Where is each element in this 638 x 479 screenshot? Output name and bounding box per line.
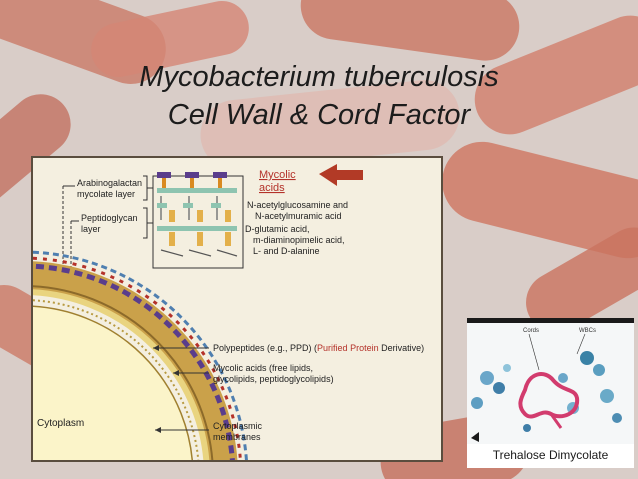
cell-wall-diagram: Arabinogalactan mycolate layer Peptidogl… <box>31 156 443 462</box>
wall-schematic <box>152 172 244 269</box>
bacillus-bg <box>296 0 524 65</box>
title-line-2: Cell Wall & Cord Factor <box>167 99 471 131</box>
pointer-arrow-icon <box>471 432 479 442</box>
label-layer: layer <box>81 224 101 234</box>
micrograph-image: Cords WBCs <box>467 318 634 442</box>
label-mycolic-acids-2: acids <box>259 182 285 194</box>
micrograph-caption: Trehalose Dimycolate <box>492 448 609 462</box>
label-dglu-3: L- and D-alanine <box>253 246 320 256</box>
label-dglu-2: m-diaminopimelic acid, <box>253 235 345 245</box>
label-mycolate-layer: mycolate layer <box>77 189 135 199</box>
caption-box: Trehalose Dimycolate <box>467 444 634 468</box>
label-arabinogalactan: Arabinogalactan <box>77 178 142 188</box>
arrow-left-icon <box>319 164 363 186</box>
label-polypeptides-a: Polypeptides (e.g., PPD) (Purified Prote… <box>213 343 424 353</box>
label-cytoplasm: Cytoplasm <box>37 418 84 429</box>
label-cyto-membranes-1: Cytoplasmic <box>213 421 263 431</box>
label-nag-2: N-acetylmuramic acid <box>255 211 342 221</box>
title-line-1: Mycobacterium tuberculosis <box>139 61 499 93</box>
label-mycolic-free-2: glycolipids, peptidoglycolipids) <box>213 374 334 384</box>
page-title: Mycobacterium tuberculosis Cell Wall & C… <box>0 58 638 134</box>
label-peptidoglycan: Peptidoglycan <box>81 213 138 223</box>
cord-factor-micrograph: Cords WBCs <box>467 318 634 444</box>
label-dglu-1: D-glutamic acid, <box>245 224 310 234</box>
cell-wall-illustration: Arabinogalactan mycolate layer Peptidogl… <box>33 164 424 460</box>
label-cyto-membranes-2: membranes <box>213 432 261 442</box>
label-nag-1: N-acetylglucosamine and <box>247 200 348 210</box>
label-mycolic-acids-1: Mycolic <box>259 169 296 181</box>
label-wbcs: WBCs <box>579 328 596 334</box>
label-cords: Cords <box>523 328 539 334</box>
curved-cell-wall <box>33 250 248 460</box>
label-mycolic-free-1: Mycolic acids (free lipids, <box>213 363 313 373</box>
